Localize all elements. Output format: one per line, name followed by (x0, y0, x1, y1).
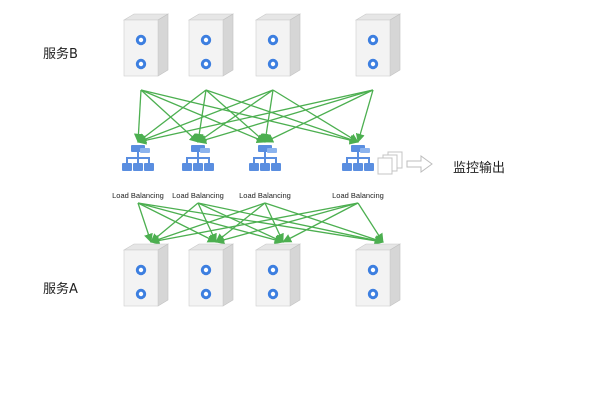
load-balancer-label: Load Balancing (112, 191, 164, 200)
connection-arrow (264, 89, 374, 143)
server-icon (254, 243, 302, 307)
service-b-label: 服务B (43, 47, 78, 62)
connection-arrow (137, 202, 153, 243)
server-icon (354, 243, 402, 307)
load-balancer-label: Load Balancing (172, 191, 224, 200)
service-a-servers (122, 243, 402, 307)
load-balancer-icon (182, 145, 214, 171)
load-balancer-group (122, 145, 374, 171)
server-icon (187, 13, 235, 77)
load-balancer-icon (249, 145, 281, 171)
connection-arrow (150, 202, 359, 245)
connection-arrow (194, 89, 207, 143)
load-balancer-icon (122, 145, 154, 171)
connection-arrow (205, 89, 359, 144)
connection-arrow (133, 89, 144, 143)
connection-arrow (197, 89, 374, 145)
connection-arrow (282, 202, 359, 243)
load-balancer-label: Load Balancing (332, 191, 384, 200)
server-icon (354, 13, 402, 77)
connection-arrow (137, 89, 274, 144)
connection-arrow (197, 202, 384, 245)
connection-arrow (137, 89, 374, 145)
monitor-output-label: 监控输出 (453, 161, 506, 176)
connection-arrow (140, 89, 266, 144)
connection-arrow (264, 202, 384, 244)
connection-arrow (150, 202, 266, 244)
connections-b-to-lb (133, 89, 374, 145)
server-icon (254, 13, 302, 77)
monitor-output-icons (377, 151, 433, 175)
connection-arrow (264, 202, 284, 243)
connection-arrow (140, 89, 359, 145)
document-stack-icon (377, 151, 403, 175)
hollow-arrow-right-icon (406, 155, 433, 173)
load-balancer-icon (342, 145, 374, 171)
connection-arrow (137, 202, 217, 243)
connections-lb-to-a (137, 202, 384, 246)
connection-arrow (137, 202, 284, 245)
connection-arrow (215, 202, 359, 245)
server-icon (122, 13, 170, 77)
connection-arrow (197, 89, 274, 143)
connection-arrow (261, 89, 274, 143)
server-icon (122, 243, 170, 307)
connection-arrow (355, 89, 374, 143)
connection-arrow (357, 202, 384, 243)
server-icon (187, 243, 235, 307)
connection-arrow (137, 89, 207, 143)
connection-arrow (140, 89, 199, 143)
connection-arrow (137, 202, 384, 246)
service-a-label: 服务A (43, 282, 78, 297)
service-b-servers (122, 13, 402, 77)
connection-arrow (272, 89, 359, 143)
load-balancer-label: Load Balancing (239, 191, 291, 200)
